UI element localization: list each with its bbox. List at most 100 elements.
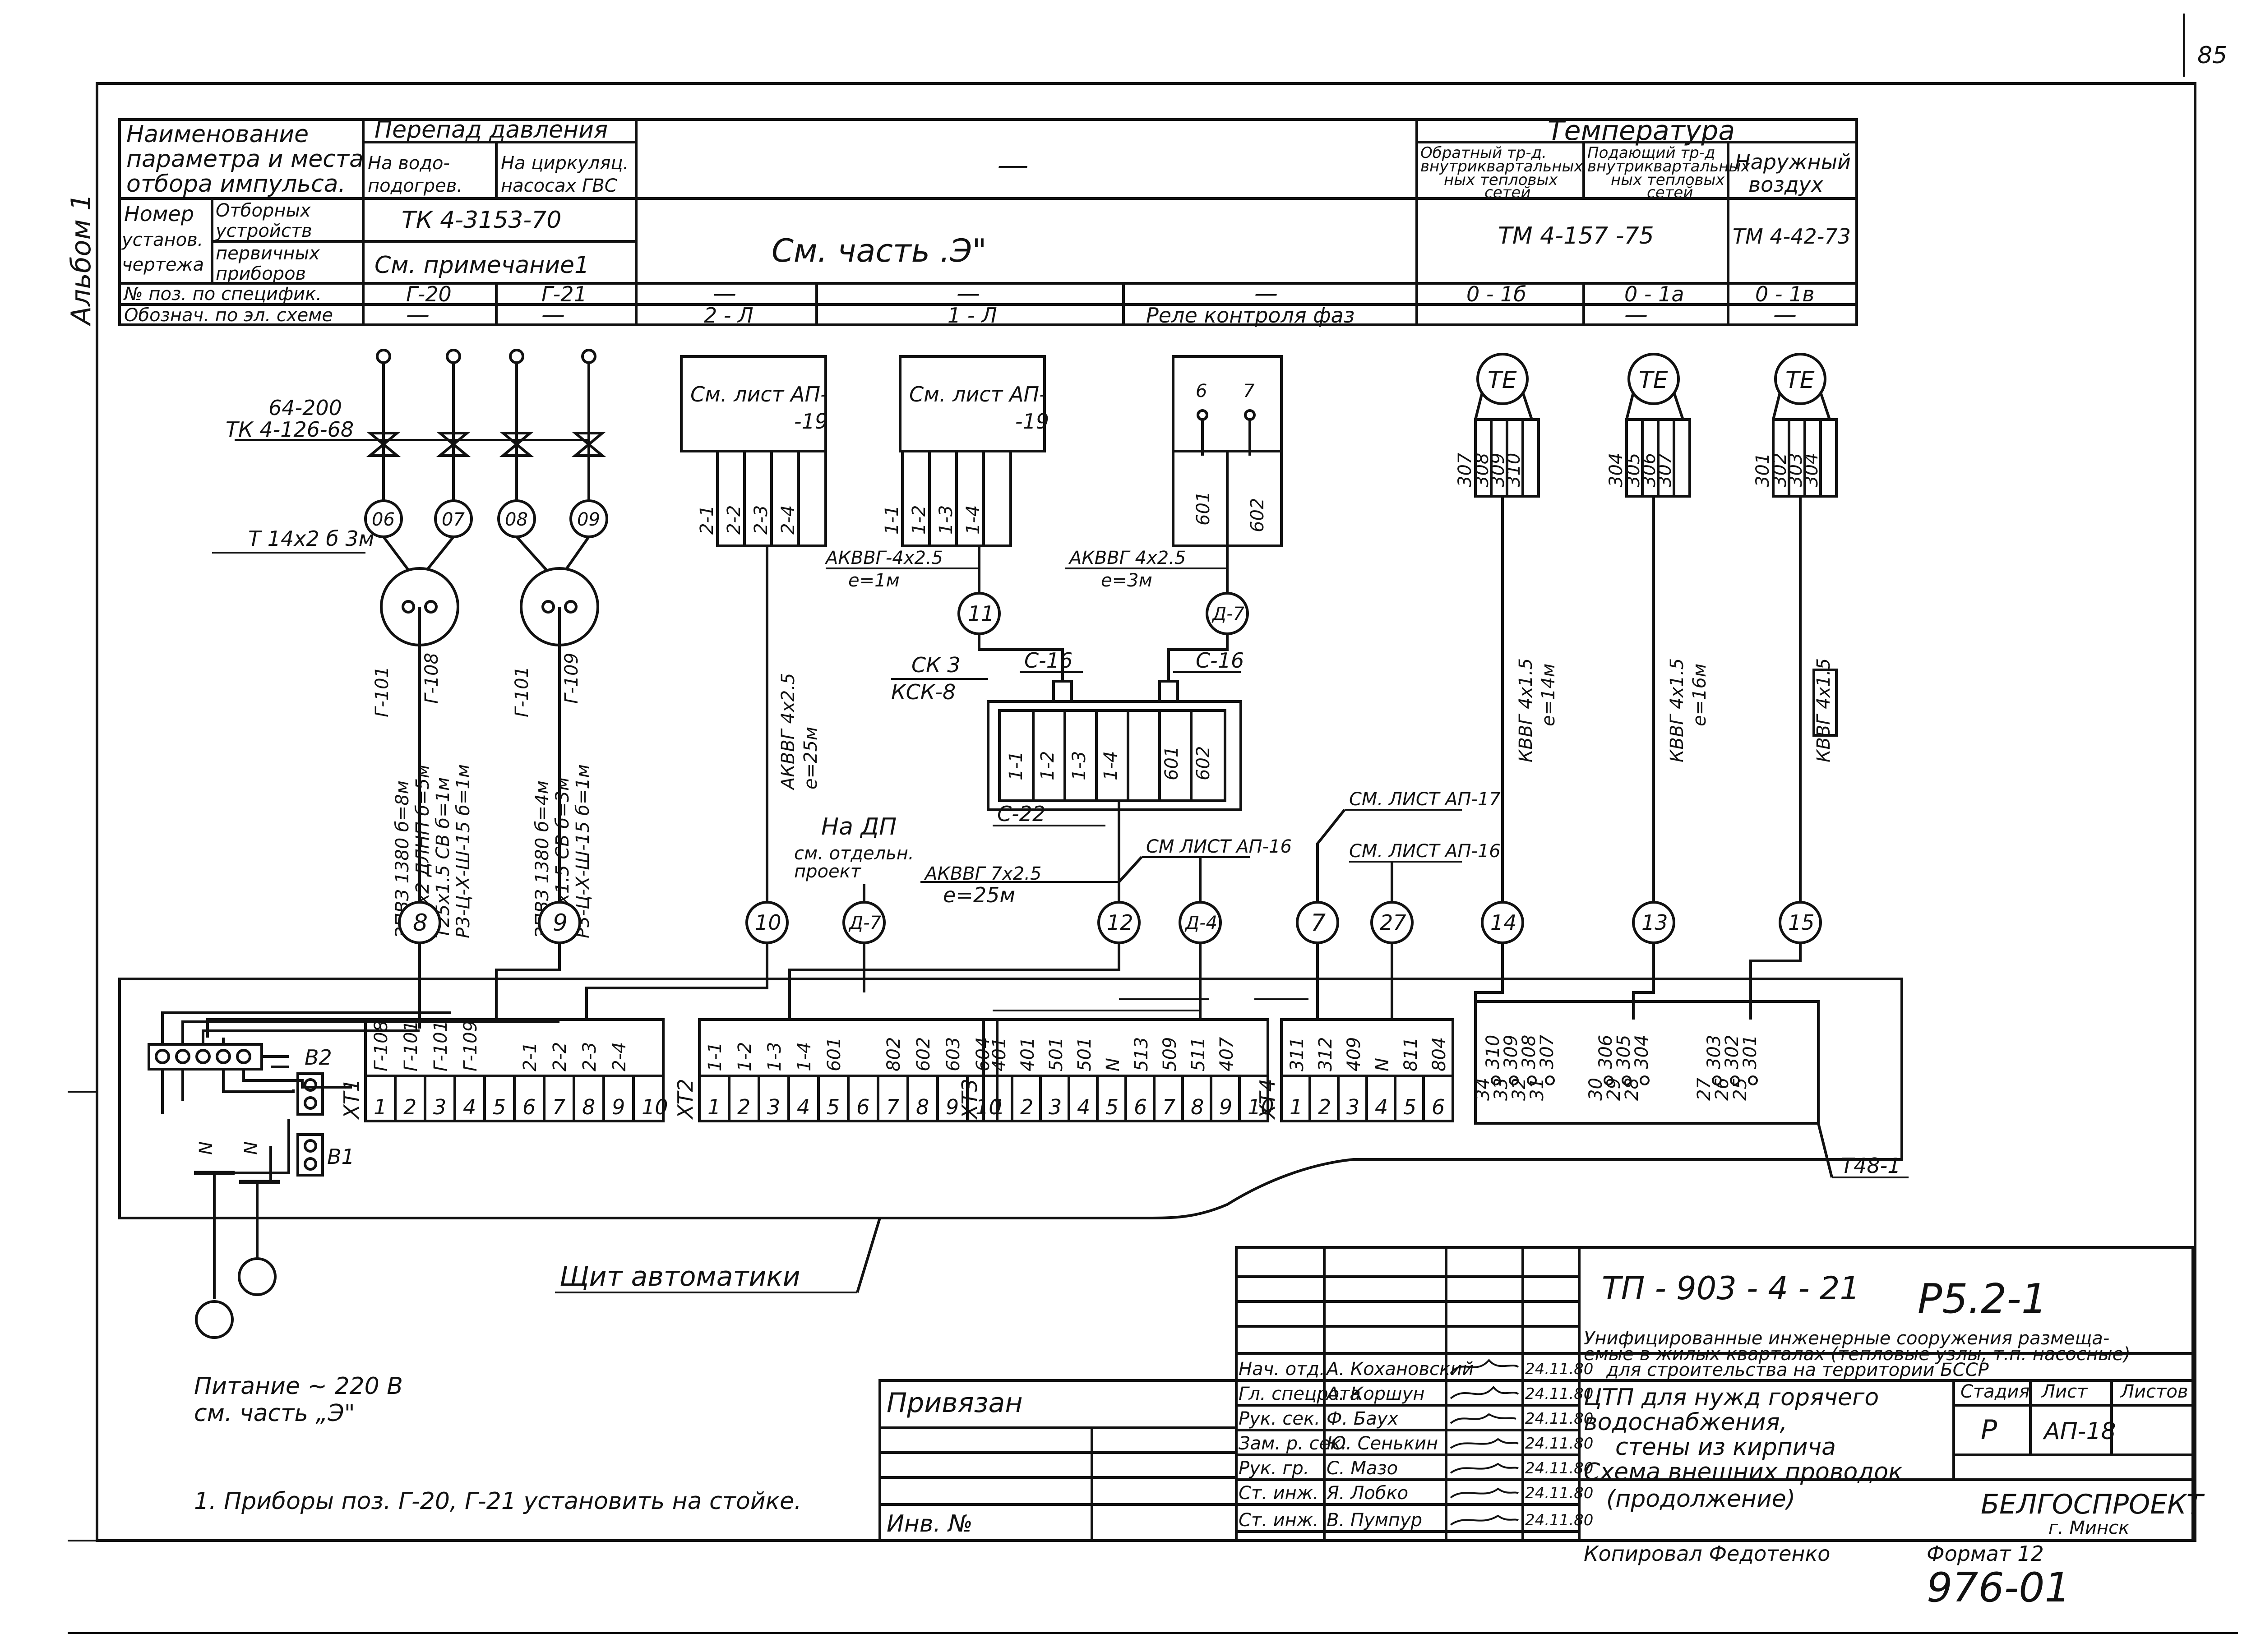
xt1-wire-label: Г-101 <box>401 1020 421 1071</box>
svg-text:11: 11 <box>968 601 994 626</box>
svg-text:303: 303 <box>1785 453 1806 487</box>
svg-text:А. Кохановский: А. Кохановский <box>1325 1359 1474 1380</box>
svg-text:0 - 1б: 0 - 1б <box>1466 282 1526 306</box>
svg-text:15: 15 <box>1788 910 1815 935</box>
xt3-terminal-number: 4 <box>1077 1095 1090 1119</box>
svg-text:устройств: устройств <box>215 221 312 241</box>
general-note: 1. Приборы поз. Г-20, Г-21 установить на… <box>194 1488 802 1515</box>
svg-text:310: 310 <box>1503 453 1524 487</box>
svg-text:309: 309 <box>1488 453 1508 487</box>
svg-text:304: 304 <box>1801 453 1822 487</box>
svg-text:С-22: С-22 <box>997 802 1045 826</box>
t48-terminal-dot <box>1491 1075 1501 1085</box>
t48-wire-label: 301 <box>1740 1035 1761 1069</box>
parameter-table: Наименование параметра и места отбора им… <box>118 115 1858 328</box>
svg-text:А. Коршун: А. Коршун <box>1325 1384 1424 1404</box>
svg-text:Г-101: Г-101 <box>512 666 532 717</box>
svg-text:См. примечание1: См. примечание1 <box>374 252 589 279</box>
svg-text:Листов: Листов <box>2120 1381 2188 1402</box>
svg-text:См. лист АП-: См. лист АП- <box>909 382 1047 406</box>
svg-text:См. часть .Э": См. часть .Э" <box>772 232 987 269</box>
svg-text:Д-4: Д-4 <box>1184 913 1217 933</box>
svg-text:—: — <box>957 280 980 307</box>
svg-text:водоснабжения,: водоснабжения, <box>1584 1409 1787 1436</box>
svg-text:БЕЛГОСПРОЕКТ: БЕЛГОСПРОЕКТ <box>1981 1489 2205 1520</box>
t48-wire-label: 310 <box>1483 1035 1503 1069</box>
svg-text:12: 12 <box>1107 910 1133 935</box>
svg-text:6: 6 <box>1196 381 1207 401</box>
svg-text:СМ. ЛИСТ АП-17: СМ. ЛИСТ АП-17 <box>1349 789 1501 810</box>
xt3-wire-label: 511 <box>1188 1037 1209 1071</box>
svg-text:В1: В1 <box>327 1144 355 1169</box>
svg-text:С-16: С-16 <box>1196 648 1244 673</box>
page-number: 85 <box>2197 42 2227 69</box>
svg-text:ных тепловых: ных тепловых <box>1444 171 1558 189</box>
svg-text:Р3-Ц-Х-Ш-15 б=1м: Р3-Ц-Х-Ш-15 б=1м <box>453 764 474 938</box>
svg-text:ЦТП для нужд горячего: ЦТП для нужд горячего <box>1584 1384 1879 1411</box>
svg-text:Гл. спецрота: Гл. спецрота <box>1239 1384 1361 1404</box>
xt4-wire-label: 811 <box>1401 1037 1421 1071</box>
xt2-wire-label: 802 <box>883 1037 904 1071</box>
svg-text:е=14м: е=14м <box>1538 664 1559 726</box>
svg-text:ных тепловых: ных тепловых <box>1611 171 1725 189</box>
t48-wire-label: 303 <box>1704 1035 1724 1069</box>
svg-text:Рук. сек.: Рук. сек. <box>1239 1408 1320 1429</box>
svg-text:13: 13 <box>1641 910 1668 935</box>
svg-text:1-1: 1-1 <box>882 505 902 535</box>
svg-text:см. отдельн.: см. отдельн. <box>794 843 914 864</box>
xt4-wire-label: 804 <box>1429 1037 1450 1071</box>
xt4-wire-label: 311 <box>1287 1037 1308 1071</box>
svg-text:602: 602 <box>1193 746 1214 780</box>
terminal-block-xt2: XT2 <box>673 1018 999 1122</box>
power-supply-2 <box>238 1257 277 1296</box>
svg-text:емые в жилых кварталах (теплов: емые в жилых кварталах (тепловые узлы, т… <box>1584 1344 2131 1365</box>
svg-text:302: 302 <box>1770 453 1790 487</box>
t48-terminal-dot <box>1527 1075 1537 1085</box>
t48-terminal-dot <box>1730 1075 1740 1085</box>
svg-text:N: N <box>241 1141 262 1155</box>
svg-text:7: 7 <box>1311 909 1326 937</box>
svg-text:301: 301 <box>1752 453 1773 487</box>
sensor-terminal-block-t48: Т48-1 <box>1474 1000 1909 1178</box>
te-sensor-1 <box>1476 353 1529 405</box>
svg-text:64-200: 64-200 <box>268 396 342 420</box>
svg-text:насосах ГВС: насосах ГВС <box>501 175 617 196</box>
svg-text:отбора импульса.: отбора импульса. <box>126 171 346 198</box>
svg-text:ТЕ: ТЕ <box>1488 367 1517 394</box>
xt1-wire-label: Г-108 <box>371 1020 392 1071</box>
xt2-wire-label: 601 <box>824 1037 845 1071</box>
xt3-wire-label: N <box>1103 1058 1123 1071</box>
t48-terminal-dot <box>1748 1075 1758 1085</box>
xt2-terminal-number: 4 <box>797 1095 810 1119</box>
svg-text:ТЕ: ТЕ <box>1785 367 1815 394</box>
t48-terminal-number: 31 <box>1527 1078 1548 1101</box>
t48-terminal-number: 32 <box>1509 1078 1530 1101</box>
xt3-wire-label: 501 <box>1074 1037 1095 1071</box>
t48-wire-label: 304 <box>1632 1035 1652 1069</box>
xt3-terminal-number: 3 <box>1049 1095 1062 1119</box>
svg-text:Наружный: Наружный <box>1735 150 1851 174</box>
svg-text:КВВГ 4х1.5: КВВГ 4х1.5 <box>1813 658 1834 762</box>
svg-text:24.11.80: 24.11.80 <box>1525 1410 1593 1428</box>
t48-wire-label: 308 <box>1519 1035 1539 1069</box>
svg-text:АКВВГ-4х2.5: АКВВГ-4х2.5 <box>824 548 943 568</box>
svg-text:Ст. инж.: Ст. инж. <box>1239 1483 1319 1504</box>
svg-text:7: 7 <box>1243 381 1255 401</box>
xt3-terminal-number: 6 <box>1134 1095 1147 1119</box>
t48-wire-label: 302 <box>1722 1035 1743 1069</box>
svg-text:КВВГ 4х1.5: КВВГ 4х1.5 <box>1667 658 1687 762</box>
svg-text:24.11.80: 24.11.80 <box>1525 1385 1593 1403</box>
xt1-terminal-number: 10 <box>642 1095 668 1119</box>
svg-text:ТМ 4-42-73: ТМ 4-42-73 <box>1733 224 1851 249</box>
xt1-terminal-number: 1 <box>374 1095 387 1119</box>
xt3-wire-label: 401 <box>1017 1037 1038 1071</box>
svg-text:Инв. №: Инв. № <box>887 1510 973 1537</box>
t48-wire-label: 306 <box>1595 1035 1616 1069</box>
svg-text:—: — <box>1254 280 1278 307</box>
xt1-wire-label: 2-2 <box>550 1042 570 1071</box>
svg-text:—: — <box>1773 301 1797 328</box>
t48-terminal-number: 27 <box>1694 1078 1715 1101</box>
xt2-terminal-number: 10 <box>975 1095 1002 1119</box>
svg-text:На водо-: На водо- <box>368 153 450 174</box>
